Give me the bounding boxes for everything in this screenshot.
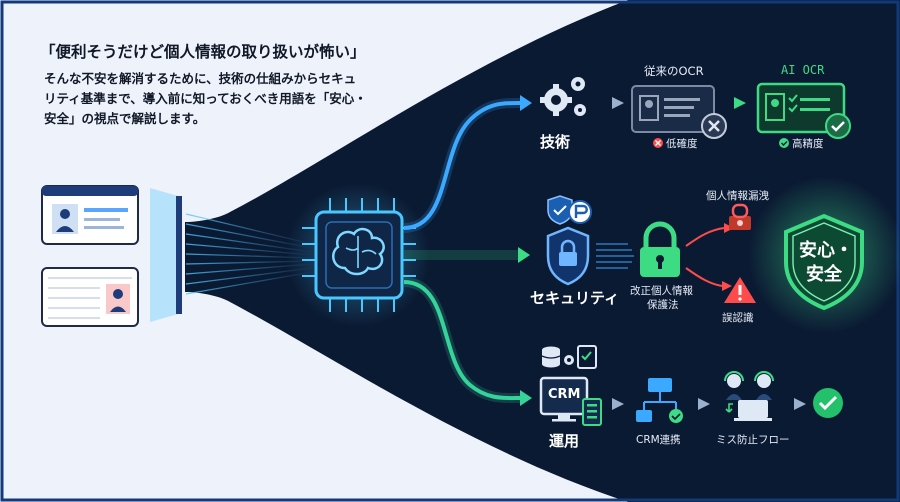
id-card-icon [41, 185, 139, 245]
checklist-icon [577, 345, 597, 369]
light-panel [0, 0, 628, 502]
crm-monitor-text: CRM [548, 387, 581, 402]
laptop-icon [725, 400, 772, 421]
safety-shield-icon [784, 213, 864, 311]
cross-icon [653, 138, 663, 148]
shield-text-1: 安心・ [799, 240, 853, 261]
mistake-flow-label: ミス防止フロー [716, 434, 790, 446]
crm-link-label: CRM連携 [636, 434, 681, 446]
monitor-icon [539, 376, 589, 422]
padlock-shield-icon [546, 226, 590, 286]
misrecog-label: 誤認識 [722, 312, 754, 324]
privacy-badge-icon [568, 200, 592, 224]
operation-label: 運用 [549, 432, 580, 450]
gear-small-icon [564, 355, 574, 365]
leak-label: 個人情報漏洩 [706, 190, 769, 202]
alert-icon [724, 277, 756, 303]
ai-ocr-card-icon [756, 82, 851, 139]
tech-arrow [520, 95, 532, 111]
done-check-icon [813, 388, 843, 418]
ai-ocr-result: 高精度 [792, 138, 824, 150]
intro-line-3: 安全」の視点で解説します。 [44, 111, 206, 126]
intro-headline: 「便利そうだけど個人情報の取り扱いが怖い」 [40, 43, 366, 61]
intro-line-1: そんな不安を解消するために、技術の仕組みからセキュ [44, 71, 357, 86]
law-line-2: 保護法 [647, 299, 679, 311]
database-icon [541, 346, 561, 368]
security-arrow [518, 247, 530, 263]
projector-lens-icon [176, 196, 182, 314]
scan-beam [150, 188, 178, 322]
ai-brain-chip-icon [302, 198, 416, 312]
tech-branch-line [403, 100, 521, 230]
document-card-icon [41, 267, 139, 327]
check-icon [779, 138, 789, 148]
operation-arrow [520, 390, 532, 406]
old-ocr-card-icon [631, 85, 727, 139]
old-ocr-label: 従来のOCR [644, 64, 704, 78]
law-line-1: 改正個人情報 [630, 285, 693, 297]
security-label: セキュリティ [530, 289, 620, 307]
padlock-icon [640, 221, 680, 277]
operator-icon [724, 371, 774, 400]
shield-text-2: 安全 [806, 264, 842, 285]
old-ocr-result: 低確度 [666, 138, 698, 150]
flowchart-icon [636, 378, 683, 423]
gears-icon [540, 77, 586, 116]
ai-ocr-label: AI OCR [781, 63, 825, 77]
data-leak-icon [729, 203, 751, 230]
tablet-icon [582, 398, 602, 426]
tech-label: 技術 [540, 133, 571, 151]
operation-branch-line [403, 280, 521, 401]
intro-line-2: リティ基準まで、導入前に知っておくべき用語を「安心・ [44, 91, 367, 106]
